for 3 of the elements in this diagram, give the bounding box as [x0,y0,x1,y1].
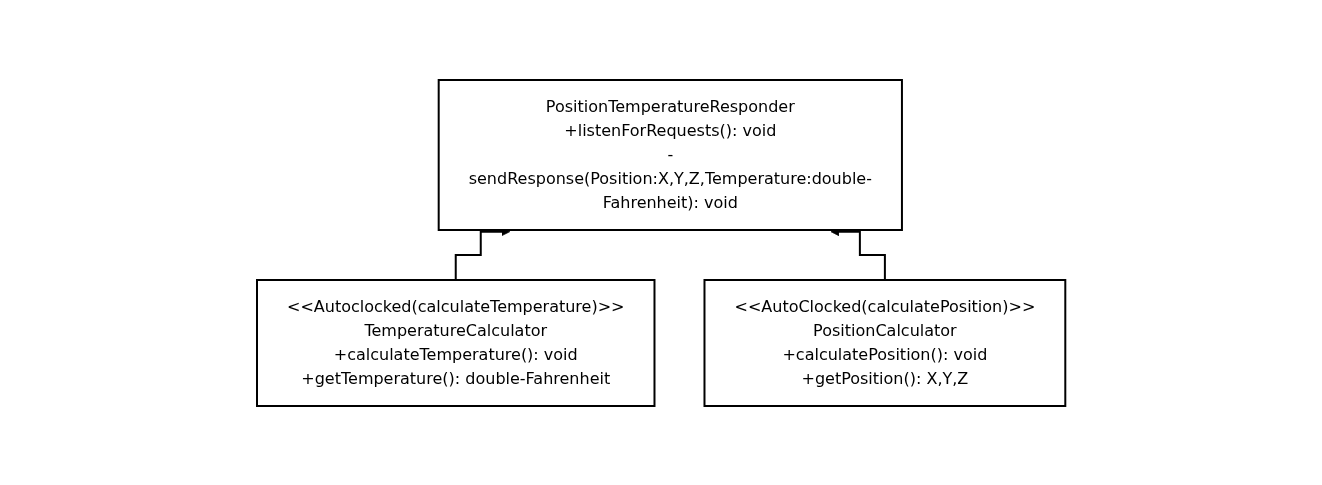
node-box: <<AutoClocked(calculatePosition)>> PositionCalculator +calculatePosition(): void +getPosition(): X,Y,Z [703,278,1067,407]
node-box: <<Autoclocked(calculateTemperature)>> TemperatureCalculator +calculateTemperature(): void +getTemperature(): double-Fahrenheit [255,278,656,407]
node-box: PositionTemperatureResponder +listenForRequests(): void -sendResponse(Position:X,Y,Z,Temperature:double-Fahrenheit): void [437,78,903,231]
